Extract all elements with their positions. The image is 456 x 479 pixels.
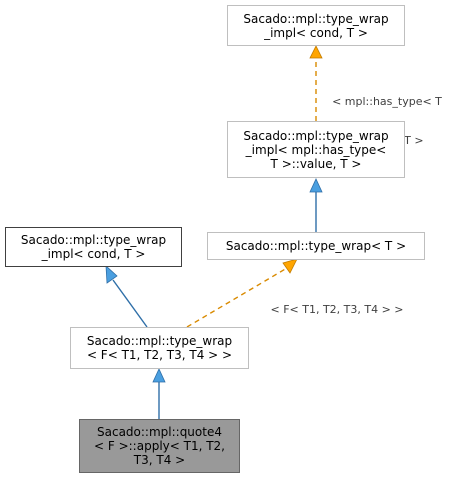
edge-label-f-template: < F< T1, T2, T3, T4 > > <box>250 290 410 329</box>
node-line: Sacado::mpl::type_wrap< T > <box>225 239 407 253</box>
node-line: < F< T1, T2, T3, T4 > > <box>86 348 233 362</box>
edge-type-wrap-t-to-type-wrap-f <box>186 267 288 328</box>
arrowhead-impl-top <box>309 45 323 59</box>
node-type-wrap-impl-cond-top[interactable]: Sacado::mpl::type_wrap _impl< cond, T > <box>227 5 405 46</box>
edge-label-line: < mpl::has_type< T <box>332 95 442 108</box>
node-type-wrap-impl-has-type[interactable]: Sacado::mpl::type_wrap _impl< mpl::has_t… <box>227 121 405 178</box>
node-line: T >::value, T > <box>270 156 362 171</box>
edge-label-line: < F< T1, T2, T3, T4 > > <box>270 303 404 316</box>
node-line: Sacado::mpl::type_wrap <box>86 334 233 348</box>
node-quote4-apply[interactable]: Sacado::mpl::quote4 < F >::apply< T1, T2… <box>79 419 240 473</box>
arrowhead-impl-left <box>105 265 118 284</box>
node-line: T3, T4 > <box>133 453 186 467</box>
node-line: Sacado::mpl::quote4 <box>97 425 222 439</box>
node-type-wrap-t[interactable]: Sacado::mpl::type_wrap< T > <box>207 232 425 260</box>
arrowhead-type-wrap-t <box>282 258 298 274</box>
node-line: Sacado::mpl::type_wrap <box>243 128 389 143</box>
arrowhead-hastype <box>309 178 323 193</box>
node-line: < F >::apply< T1, T2, <box>94 439 225 453</box>
node-line: _impl< mpl::has_type< <box>245 142 387 157</box>
node-line: _impl< cond, T > <box>41 247 146 261</box>
node-type-wrap-f[interactable]: Sacado::mpl::type_wrap < F< T1, T2, T3, … <box>70 327 249 369</box>
node-line: Sacado::mpl::type_wrap <box>20 233 167 247</box>
node-line: _impl< cond, T > <box>264 25 368 40</box>
edge-impl-left-to-type-wrap-f <box>112 279 148 328</box>
node-line: Sacado::mpl::type_wrap <box>243 11 389 26</box>
arrowhead-type-wrap-f <box>152 368 166 383</box>
node-type-wrap-impl-cond-left[interactable]: Sacado::mpl::type_wrap _impl< cond, T > <box>5 227 182 267</box>
